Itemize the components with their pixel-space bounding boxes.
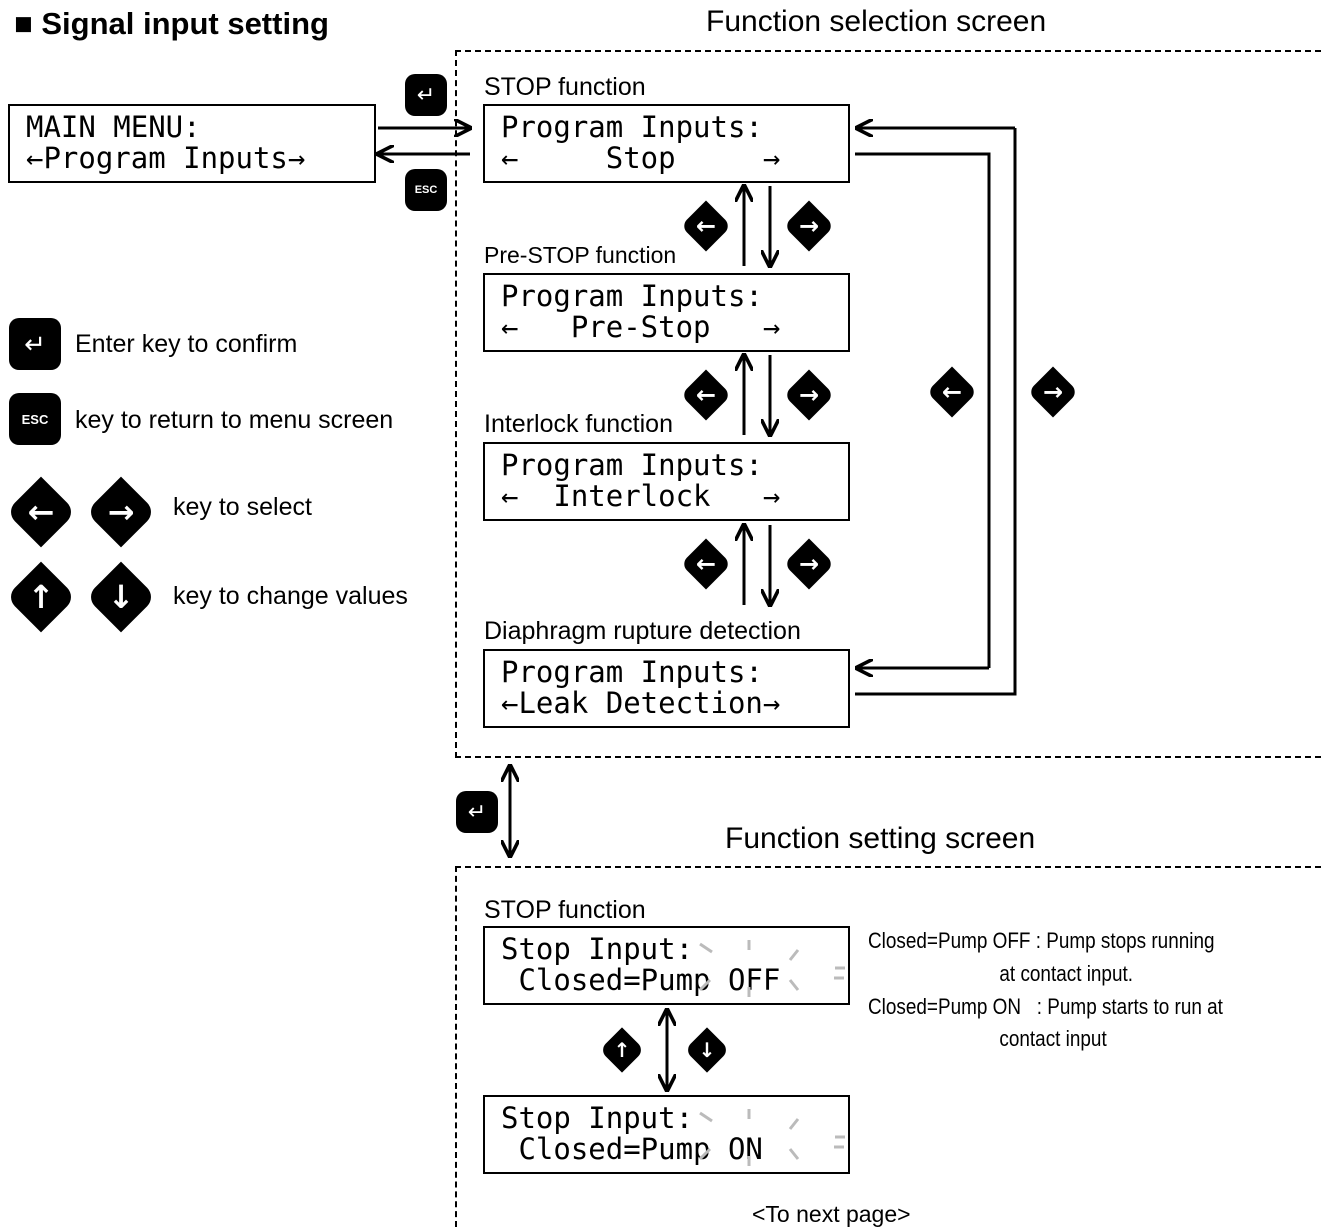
right-key-icon: → xyxy=(783,538,835,590)
lcd-stop-input-off: Stop Input: Closed=Pump OFF xyxy=(483,926,850,1005)
right-key-icon: → xyxy=(783,200,835,252)
lcd-leak: Program Inputs: ←Leak Detection→ xyxy=(483,649,850,728)
note-line-4: contact input xyxy=(868,1026,1107,1051)
selection-frame xyxy=(455,50,1321,758)
left-key-icon: ← xyxy=(680,538,732,590)
legend-left-key-icon: ← xyxy=(5,476,77,548)
lcd-prestop: Program Inputs: ← Pre-Stop → xyxy=(483,273,850,352)
caption-stop: STOP function xyxy=(484,73,646,101)
main-menu-lcd: MAIN MENU: ←Program Inputs→ xyxy=(8,104,376,183)
lcd-off-line1: Stop Input: xyxy=(501,932,694,966)
enter-key-icon: ↵ xyxy=(405,74,447,116)
right-key-icon: → xyxy=(1027,366,1079,418)
lcd-interlock-line2: ← Interlock → xyxy=(501,479,781,513)
lcd-off-line2: Closed=Pump OFF xyxy=(501,963,781,997)
caption-leak: Diaphragm rupture detection xyxy=(484,617,801,645)
lcd-interlock: Program Inputs: ← Interlock → xyxy=(483,442,850,521)
lcd-leak-line2: ←Leak Detection→ xyxy=(501,686,781,720)
lcd-on-line2: Closed=Pump ON xyxy=(501,1132,763,1166)
legend-enter-key-icon: ↵ xyxy=(9,318,61,370)
selection-screen-header: Function selection screen xyxy=(706,5,1047,38)
right-key-icon: → xyxy=(783,369,835,421)
left-key-icon: ← xyxy=(680,369,732,421)
caption-setting-stop: STOP function xyxy=(484,896,646,924)
lcd-leak-line1: Program Inputs: xyxy=(501,655,763,689)
esc-key-icon: ESC xyxy=(405,169,447,211)
down-key-icon: ↓ xyxy=(684,1027,730,1073)
note-line-2: at contact input. xyxy=(868,961,1134,986)
lcd-interlock-line1: Program Inputs: xyxy=(501,448,763,482)
left-key-icon: ← xyxy=(926,366,978,418)
legend-change-text: key to change values xyxy=(173,582,408,610)
caption-interlock: Interlock function xyxy=(484,410,673,438)
legend-down-key-icon: ↓ xyxy=(85,561,157,633)
left-key-icon: ← xyxy=(680,200,732,252)
setting-screen-header: Function setting screen xyxy=(725,822,1036,855)
lcd-stop-line1: Program Inputs: xyxy=(501,110,763,144)
note-line-1: Closed=Pump OFF : Pump stops running xyxy=(868,928,1215,953)
lcd-stop-input-on: Stop Input: Closed=Pump ON xyxy=(483,1095,850,1174)
legend-enter-text: Enter key to confirm xyxy=(75,330,298,358)
setting-frame xyxy=(455,866,1321,1227)
legend-right-key-icon: → xyxy=(85,476,157,548)
up-key-icon: ↑ xyxy=(599,1027,645,1073)
lcd-prestop-line2: ← Pre-Stop → xyxy=(501,310,781,344)
lcd-stop: Program Inputs: ← Stop → xyxy=(483,104,850,183)
main-menu-line1: MAIN MENU: xyxy=(26,110,201,144)
legend-up-key-icon: ↑ xyxy=(5,561,77,633)
lcd-stop-line2: ← Stop → xyxy=(501,141,781,175)
to-next-page: <To next page> xyxy=(752,1201,911,1227)
lcd-prestop-line1: Program Inputs: xyxy=(501,279,763,313)
caption-prestop: Pre-STOP function xyxy=(484,242,677,268)
legend-esc-text: key to return to menu screen xyxy=(75,406,394,434)
legend-esc-key-icon: ESC xyxy=(9,393,61,445)
note-line-3: Closed=Pump ON : Pump starts to run at xyxy=(868,994,1223,1019)
enter-key-setting-icon: ↵ xyxy=(456,791,498,833)
lcd-on-line1: Stop Input: xyxy=(501,1101,694,1135)
main-menu-line2: ←Program Inputs→ xyxy=(26,141,306,175)
page-title: ■ Signal input setting xyxy=(14,6,329,41)
legend-select-text: key to select xyxy=(173,493,312,521)
